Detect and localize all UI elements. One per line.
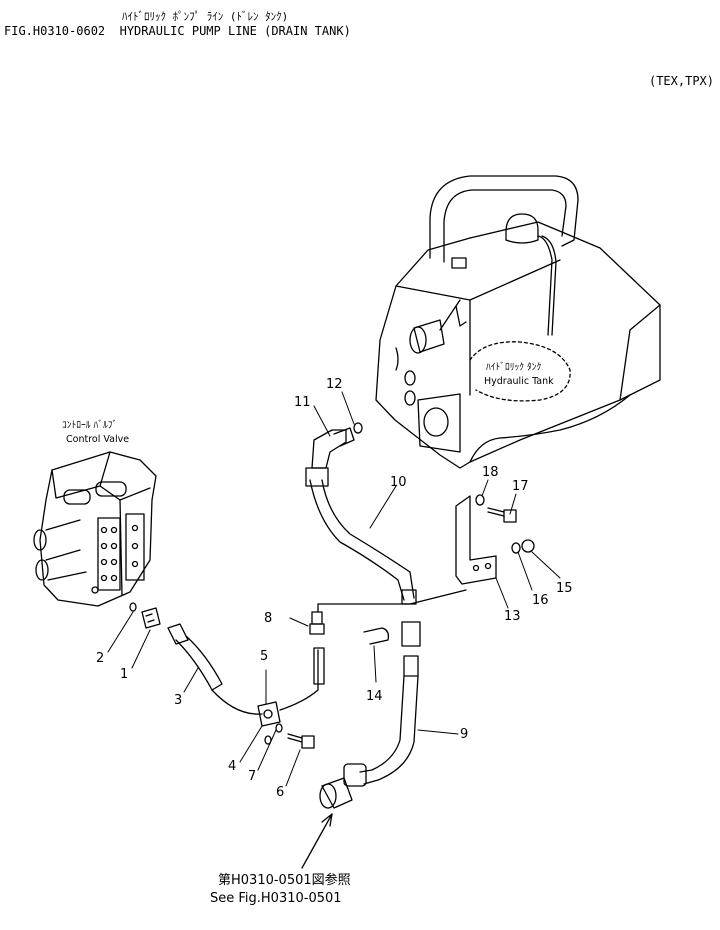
callout-leaders [107,391,561,787]
callout-13: 13 [504,609,521,624]
callout-9: 9 [460,727,468,742]
figure-number: FIG.H0310-0602 [4,24,106,38]
callout-16: 16 [532,593,549,608]
leader-8-13 [317,589,467,613]
callout-15: 15 [556,581,573,596]
control-valve-label: Control Valve [66,434,129,445]
elbow-11 [305,427,355,487]
callout-8: 8 [264,611,272,626]
control-valve: ｺﾝﾄﾛｰﾙ ﾊﾞﾙﾌﾞ Control Valve [33,420,157,607]
callout-14: 14 [366,689,383,704]
callout-17: 17 [512,479,529,494]
figure-heading: FIG.H0310-0602 HYDRAULIC PUMP LINE (DRAI… [4,24,351,38]
callout-3: 3 [174,693,182,708]
callout-10: 10 [390,475,407,490]
callout-12: 12 [326,377,343,392]
hydraulic-tank-label-jp: ﾊｲﾄﾞﾛﾘｯｸ ﾀﾝｸ [486,362,542,373]
callout-1: 1 [120,667,128,682]
nipple-8 [309,611,325,685]
elbow-14 [363,627,390,645]
callout-numbers: 1 2 3 4 5 6 7 8 9 10 11 12 13 14 15 16 1… [96,377,573,800]
connector-1 [141,607,161,629]
hose-3 [167,623,263,715]
reference-arrow [301,813,333,869]
reference-arrowhead [321,813,333,827]
o-ring-2 [129,602,137,612]
tube-10 [309,479,417,605]
figure-title: HYDRAULIC PUMP LINE (DRAIN TANK) [119,24,351,38]
callout-18: 18 [482,465,499,480]
block-5 [257,701,281,727]
callout-4: 4 [228,759,236,774]
reference-note-jp: 第H0310-0501図参照 [218,872,351,888]
bolt-6 [287,733,315,749]
tube-to-8 [279,649,319,711]
callout-5: 5 [260,649,268,664]
callout-11: 11 [294,395,311,410]
callout-7: 7 [248,769,256,784]
callout-2: 2 [96,651,104,666]
o-ring-12 [353,422,363,434]
nut-15 [521,539,535,553]
model-variant: (TEX,TPX) [648,74,714,88]
reference-note: See Fig.H0310-0501 [210,891,342,906]
washer-18 [475,494,485,506]
hydraulic-tank: ﾊｲﾄﾞﾛﾘｯｸ ﾀﾝｸ Hydraulic Tank [375,175,661,469]
washer-7 [275,723,283,733]
hose-9 [319,621,421,809]
bracket-13 [455,495,497,585]
control-valve-label-jp: ｺﾝﾄﾛｰﾙ ﾊﾞﾙﾌﾞ [62,420,117,431]
bolt-17 [487,507,517,523]
washer-16 [511,542,521,554]
callout-6: 6 [276,785,284,800]
hydraulic-tank-label: Hydraulic Tank [484,376,554,387]
japanese-title: ﾊｲﾄﾞﾛﾘｯｸ ﾎﾟﾝﾌﾟ ﾗｲﾝ (ﾄﾞﾚﾝ ﾀﾝｸ) [122,10,289,23]
